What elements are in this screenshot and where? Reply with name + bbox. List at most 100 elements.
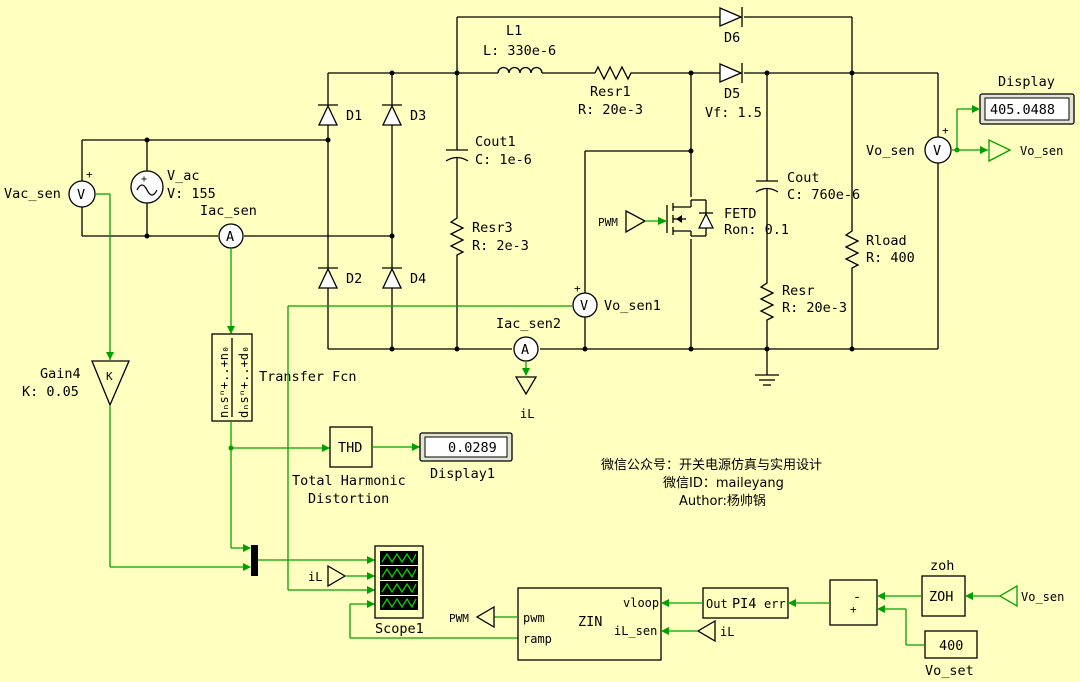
cout1-name: Cout1	[475, 134, 516, 150]
tf-name: Transfer Fcn	[259, 369, 357, 385]
resr1-value: R: 20e-3	[578, 102, 643, 118]
pi-il-tag: iL	[720, 625, 734, 639]
thd-name-1: Total Harmonic	[292, 473, 406, 489]
ac-source-v-ac[interactable]: + V_ac V: 155	[130, 168, 216, 204]
gain-symbol: K	[106, 370, 113, 383]
resistor-rload[interactable]: Rload R: 400	[844, 228, 915, 272]
pi-out-port: Out	[706, 597, 728, 611]
capacitor-cout1[interactable]: Cout1 C: 1e-6	[445, 134, 532, 168]
vo-set-block[interactable]: 400 Vo_set	[877, 605, 978, 679]
pwm-input-label: PWM	[598, 216, 618, 229]
gain-block[interactable]: K Gain4 K: 0.05	[22, 193, 251, 571]
diode-d4[interactable]: D4	[381, 267, 426, 289]
zin-ramp-port: ramp	[523, 632, 552, 646]
resr1-name: Resr1	[590, 84, 631, 100]
pi-block[interactable]: Out PI4 err	[661, 587, 789, 619]
vo-set-name: Vo_set	[925, 663, 974, 679]
svg-text:+: +	[86, 168, 93, 181]
zin-block[interactable]: ZIN pwm ramp vloop iL_sen	[517, 587, 662, 661]
vo-sen-meter-label: Vo_sen	[866, 143, 915, 159]
capacitor-cout[interactable]: Cout C: 760e-6	[755, 170, 860, 203]
resistor-resr3[interactable]: Resr3 R: 2e-3	[449, 215, 529, 258]
thd-name-2: Distortion	[308, 491, 389, 507]
voltmeter-icon: V	[77, 187, 85, 203]
vo-set-value: 400	[939, 638, 963, 654]
rload-value: R: 400	[866, 250, 915, 266]
zoh-in-tag: Vo_sen	[1021, 590, 1064, 604]
ammeter-iac-sen[interactable]: A Iac_sen	[200, 203, 257, 249]
resistor-resr[interactable]: Resr R: 20e-3	[759, 280, 847, 322]
summer-block[interactable]: - +	[788, 579, 878, 626]
thd-label: THD	[338, 440, 362, 456]
diode-d1[interactable]: D1	[317, 104, 362, 126]
d2-label: D2	[346, 271, 362, 287]
thd-block[interactable]: THD Total Harmonic Distortion	[292, 426, 420, 507]
mux-bar	[251, 545, 375, 576]
resr-name: Resr	[782, 283, 815, 299]
wechat-line-3: Author:杨帅锅	[679, 493, 766, 509]
wechat-line-1: 微信公众号：开关电源仿真与实用设计	[601, 458, 822, 473]
voltmeter-vo-sen1[interactable]: V + Vo_sen1	[572, 282, 661, 318]
pwm-output[interactable]: PWM	[449, 605, 518, 629]
diode-d3[interactable]: D3	[381, 104, 426, 126]
resistor-resr1[interactable]: Resr1 R: 20e-3	[578, 65, 643, 118]
pwm-gate-input[interactable]: PWM	[598, 209, 667, 234]
pi-err-port: err	[764, 597, 786, 611]
voltmeter-vac-sen[interactable]: V + Vac_sen	[4, 168, 96, 208]
gain-name: Gain4	[40, 366, 81, 382]
cout-name: Cout	[787, 170, 820, 186]
scope-il-input: iL	[308, 564, 375, 588]
svg-text:V: V	[933, 143, 941, 159]
l1-name: L1	[506, 23, 522, 39]
display1-title: Display1	[430, 466, 495, 482]
diode-d6[interactable]: D6	[719, 7, 743, 46]
scope-il-tag: iL	[308, 570, 322, 584]
iac-sen2-label: Iac_sen2	[496, 316, 561, 332]
vac-value: V: 155	[167, 186, 216, 202]
zin-label: ZIN	[578, 614, 602, 630]
il-tag-label: iL	[520, 407, 534, 421]
d3-label: D3	[410, 108, 426, 124]
ground-icon	[755, 374, 779, 386]
display-title: Display	[998, 74, 1055, 90]
inductor-l1[interactable]: L1 L: 330e-6	[483, 23, 556, 74]
resr3-value: R: 2e-3	[472, 238, 529, 254]
vo-sen-signal-out: Vo_sen	[951, 105, 1063, 163]
gain-value: K: 0.05	[22, 384, 79, 400]
pi-name: PI4	[732, 596, 756, 612]
wechat-line-2: 微信ID：maileyang	[663, 476, 784, 491]
ramp-to-scope	[349, 600, 518, 639]
zoh-title: zoh	[930, 558, 954, 574]
scope-name: Scope1	[375, 621, 424, 637]
diode-d2[interactable]: D2	[317, 267, 362, 289]
power-wiring	[81, 16, 939, 375]
scope-block[interactable]: Scope1	[374, 545, 424, 637]
mosfet-fetd[interactable]: FETD Ron: 0.1	[666, 197, 789, 239]
display-vo[interactable]: Display 405.0488	[979, 74, 1075, 125]
d6-label: D6	[724, 30, 740, 46]
sum-plus: +	[850, 603, 857, 616]
display-value: 405.0488	[990, 102, 1055, 118]
ac-source-icon	[136, 184, 158, 196]
zin-pwm-port: pwm	[523, 611, 545, 625]
transfer-fcn-block[interactable]: nₙsⁿ+..+n₀ dₙsⁿ+..+d₀ Transfer Fcn	[211, 248, 357, 552]
zoh-block[interactable]: zoh ZOH Vo_sen	[877, 558, 1064, 617]
il-to-zin: iL	[661, 619, 734, 643]
junctions	[144, 70, 855, 352]
svg-text:+: +	[141, 174, 147, 185]
cout-value: C: 760e-6	[787, 187, 860, 203]
d5-label: D5	[724, 86, 740, 102]
resr-value: R: 20e-3	[782, 300, 847, 316]
vo-sen-tag: Vo_sen	[1020, 144, 1063, 158]
ammeter-iac-sen2[interactable]: A Iac_sen2 iL	[496, 316, 561, 421]
cout1-value: C: 1e-6	[475, 152, 532, 168]
resr3-name: Resr3	[472, 220, 513, 236]
display1-value: 0.0289	[448, 440, 497, 456]
d1-label: D1	[346, 108, 362, 124]
svg-text:+: +	[574, 282, 581, 295]
diode-d5[interactable]: D5 Vf: 1.5	[705, 63, 762, 121]
voltmeter-vo-sen[interactable]: V + Vo_sen	[866, 124, 952, 164]
l1-value: L: 330e-6	[483, 43, 556, 59]
display1[interactable]: 0.0289 Display1	[419, 432, 513, 482]
